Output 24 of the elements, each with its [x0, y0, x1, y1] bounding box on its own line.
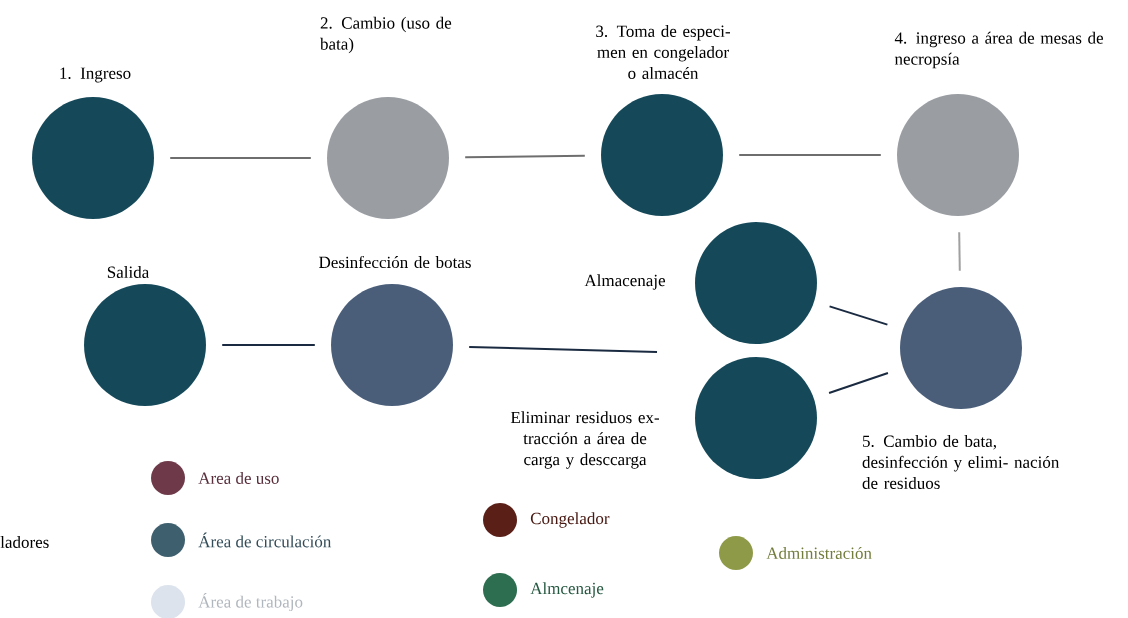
legend-label: Area de uso: [198, 472, 279, 484]
note-text: ladores: [0, 536, 49, 548]
legend-label: Área de circulación: [198, 532, 332, 548]
connector-line: [958, 231, 961, 272]
node-label: 2. Cambio (uso de bata): [320, 16, 452, 54]
connector-line: [464, 154, 586, 159]
node-label: 3. Toma de especi- men en congelador o almacén: [596, 25, 730, 79]
legend-label: Almcenaje: [530, 582, 604, 598]
connector-line: [169, 157, 312, 159]
node-label: 5. Cambio de bata, desinfección y elimi- nación de residuos: [862, 435, 1060, 489]
node-label: 4. ingreso a área de mesas de necropsía: [894, 31, 1104, 69]
node-label: Eliminar residuos ex- tracción a área de carga y desccarga: [510, 411, 659, 469]
connector-line: [468, 346, 658, 353]
legend-label: Administración: [766, 547, 872, 559]
connector-line: [828, 305, 889, 326]
node-label: Salida: [107, 266, 149, 278]
connector-line: [738, 154, 882, 156]
node-label: Almacenaje: [584, 274, 665, 290]
node-label: Desinfección de botas: [319, 255, 471, 269]
legend-label: Congelador: [530, 512, 610, 528]
node-label: 1. Ingreso: [60, 67, 131, 83]
connector-line: [828, 371, 889, 395]
legend-label: Área de trabajo: [198, 592, 303, 612]
connector-line: [221, 344, 316, 346]
